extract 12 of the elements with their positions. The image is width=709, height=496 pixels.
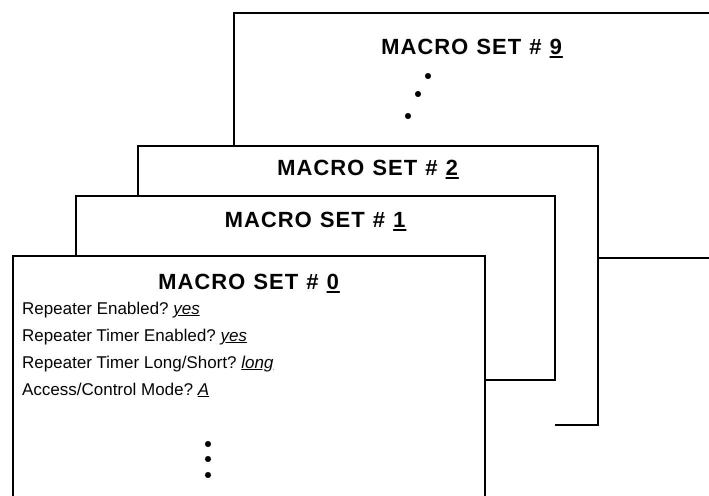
macro-set-card: [75, 195, 556, 255]
card-heading: MACRO SET # 9: [380, 34, 564, 60]
card-heading: MACRO SET # 2: [276, 155, 460, 181]
macro-set-card: [12, 255, 486, 496]
macro-set-card: [137, 145, 599, 195]
macro-set-card: [233, 12, 709, 145]
setting-line: Access/Control Mode? A: [22, 380, 210, 400]
card-heading: MACRO SET # 1: [224, 207, 408, 233]
setting-line: Repeater Timer Long/Short? long: [22, 353, 274, 373]
setting-line: Repeater Timer Enabled? yes: [22, 326, 248, 346]
setting-line: Repeater Enabled? yes: [22, 299, 201, 319]
card-heading: MACRO SET # 0: [157, 269, 341, 295]
